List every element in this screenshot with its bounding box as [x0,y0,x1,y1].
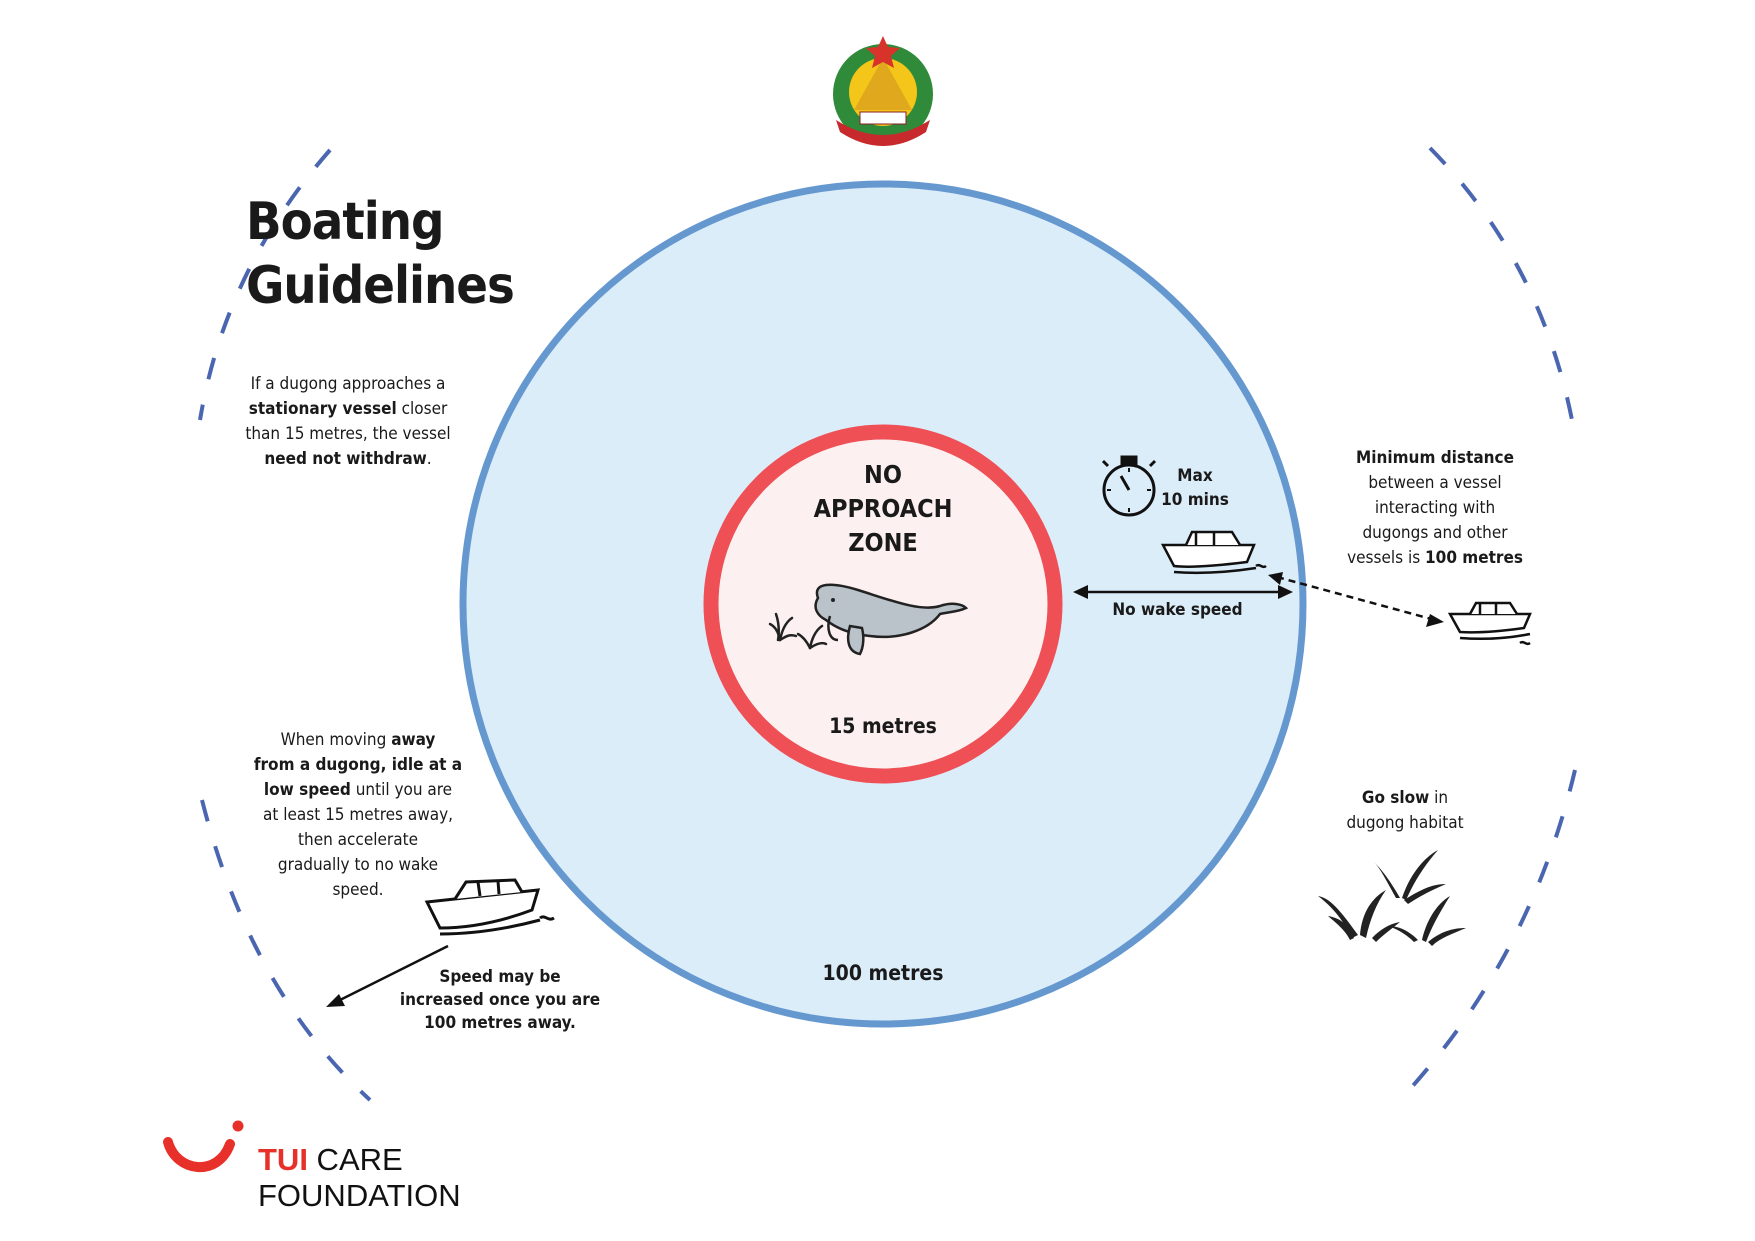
speed-increase-note: Speed may be increased once you are 100 … [390,966,610,1035]
note-line: dugongs and other [1362,523,1508,543]
zone-label-line: ZONE [848,528,918,557]
note-emphasis: from a dugong, idle at a [253,755,463,775]
minimum-distance-note: Minimum distance between a vessel intera… [1325,446,1545,571]
note-emphasis: 100 metres [1425,548,1523,568]
habitat-seagrass-icon [1318,850,1466,946]
note-emphasis: Go slow [1361,788,1430,808]
habitat-note: Go slow in dugong habitat [1320,786,1490,836]
dashed-arc-right-bottom [1398,769,1577,1102]
note-line: from a dugong, idle at a [238,753,478,778]
logo-line-1: TUI CARE [258,1142,461,1178]
note-line: If a dugong approaches a [250,374,446,394]
note-line: between a vessel [1368,473,1502,493]
note-line: Speed may be [439,967,561,987]
title-line-1: Boating [246,192,445,252]
dashed-arc-left-top [198,148,332,421]
note-text: in [1429,788,1449,808]
moving-away-note: When moving away from a dugong, idle at … [238,728,478,903]
note-line: interacting with [1374,498,1496,518]
note-emphasis: Minimum distance [1356,448,1514,468]
note-line: low speed until you are [238,778,478,803]
tui-smile-logo [163,1120,244,1173]
no-approach-zone-label: NO APPROACH ZONE [783,458,983,560]
timer-line: Max [1177,466,1213,486]
logo-brand: TUI [258,1142,308,1177]
logo-line-2: FOUNDATION [258,1178,461,1213]
note-line: dugong habitat [1346,813,1464,833]
title-line-2: Guidelines [246,256,515,316]
dashed-arc-left-bottom [200,799,372,1102]
note-line: then accelerate [298,830,418,850]
note-text: . [426,449,432,469]
stopwatch-icon [1101,455,1157,517]
note-line: Go slow in [1320,786,1490,811]
timer-line: 10 mins [1161,490,1229,510]
inner-radius-label: 15 metres [829,714,937,738]
note-emphasis: need not withdraw [264,449,427,469]
boat-icon-timer [1160,530,1267,575]
note-line: increased once you are [399,990,601,1010]
note-line: When moving away [238,728,478,753]
tui-care-foundation-logo: TUI CARE FOUNDATION [258,1142,461,1214]
page-title: Boating Guidelines [246,190,515,318]
min-distance-arrow [1268,572,1444,627]
note-line: need not withdraw. [228,447,468,472]
dugong-icon [814,583,969,656]
boat-icon-departing [424,878,555,936]
note-line: 100 metres away. [424,1013,576,1033]
note-line: vessels is 100 metres [1325,546,1545,571]
note-line: Minimum distance [1325,446,1545,471]
national-emblem [833,36,933,146]
note-text: When moving [280,730,392,750]
note-text: closer [396,399,448,419]
note-emphasis: away [391,730,436,750]
max-time-label: Max 10 mins [1155,464,1235,512]
zone-label-line: APPROACH [813,494,953,523]
stationary-vessel-note: If a dugong approaches a stationary vess… [228,372,468,472]
note-text: until you are [350,780,453,800]
logo-word: CARE [307,1142,403,1177]
note-line: at least 15 metres away, [263,805,453,825]
no-wake-speed-label: No wake speed [1112,600,1243,620]
note-text: vessels is [1347,548,1426,568]
note-line: gradually to no wake [277,855,439,875]
dashed-arc-right-top [1428,146,1574,421]
departing-arrow [326,944,449,1007]
note-line: stationary vessel closer [228,397,468,422]
note-emphasis: stationary vessel [248,399,397,419]
note-line: speed. [332,880,384,900]
note-emphasis: low speed [263,780,351,800]
seagrass-icon [768,612,828,650]
zone-label-line: NO [864,460,902,489]
no-wake-arrow [1073,585,1293,599]
note-line: than 15 metres, the vessel [245,424,451,444]
boat-icon-distant [1447,601,1532,646]
outer-radius-label: 100 metres [822,961,944,985]
